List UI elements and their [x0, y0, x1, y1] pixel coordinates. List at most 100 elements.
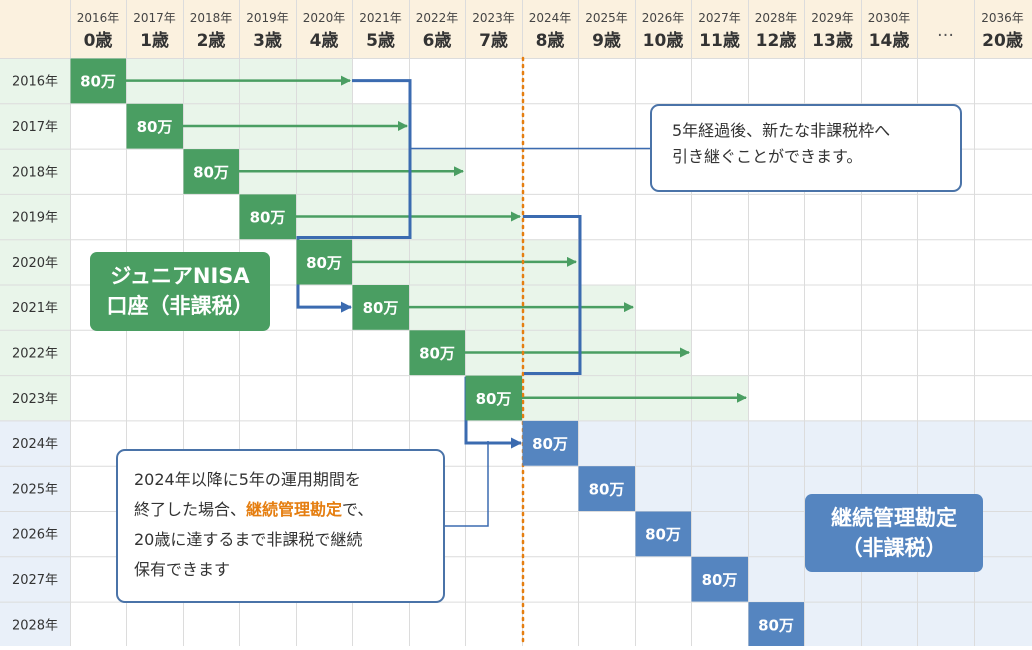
header-year: 2019年	[246, 11, 289, 25]
header-year: 2030年	[868, 11, 911, 25]
amount-box	[70, 58, 126, 104]
callout-continuation-line2: 終了した場合、継続管理勘定で、	[134, 495, 443, 525]
header-age: 0歳	[84, 30, 113, 51]
callout-continuation-line4: 保有できます	[134, 560, 231, 579]
amount-label: 80万	[363, 299, 399, 317]
continuation-account-label-line2: （非課税）	[841, 536, 947, 560]
header-year: 2025年	[585, 11, 628, 25]
header-age: 4歳	[310, 30, 339, 51]
header-age: 7歳	[479, 30, 508, 51]
amount-label: 80万	[476, 390, 512, 408]
row-label-bg	[0, 465, 70, 511]
header-age: 12歳	[756, 30, 797, 51]
row-year-label: 2025年	[12, 482, 58, 497]
header-age: 20歳	[982, 30, 1023, 51]
header-year: 2021年	[359, 11, 402, 25]
header-age: 5歳	[366, 30, 395, 51]
amount-box	[748, 602, 804, 647]
amount-label: 80万	[250, 209, 286, 227]
callout-rollover: 5年経過後、新たな非課税枠へ 引き継ぐことができます。	[650, 104, 962, 192]
rollover-connector-2019	[523, 215, 582, 375]
row-label-bg	[0, 375, 70, 421]
header-year: 2029年	[811, 11, 854, 25]
row-label-bg	[0, 148, 70, 194]
callout-continuation-line3: 20歳に達するまで非課税で継続	[134, 530, 363, 549]
amount-label: 80万	[419, 344, 455, 362]
header-age: 14歳	[869, 30, 910, 51]
callout-line2-prefix: 終了した場合、	[134, 500, 247, 519]
amount-box	[239, 194, 296, 240]
row-year-label: 2019年	[12, 211, 58, 226]
row-label-bg	[0, 193, 70, 240]
callout-highlight-continuation: 継続管理勘定	[246, 500, 343, 519]
header-year: 2018年	[190, 11, 233, 25]
row-year-label: 2026年	[12, 528, 58, 543]
amount-box	[465, 375, 522, 421]
row-year-label: 2027年	[12, 573, 58, 588]
header-year: 2020年	[303, 11, 346, 25]
header-age: 3歳	[253, 30, 282, 51]
row-label-bg	[0, 601, 70, 647]
rollover-connector-2016	[296, 79, 412, 313]
header-age: 1歳	[140, 30, 169, 51]
row-label-bg	[0, 329, 70, 376]
amount-box	[578, 466, 635, 511]
header-year: 2036年	[981, 11, 1024, 25]
row-label-bg	[0, 511, 70, 557]
header-year: 2016年	[77, 11, 120, 25]
amount-label: 80万	[532, 435, 568, 453]
header-year: 2017年	[133, 11, 176, 25]
continuation-account-label: 継続管理勘定 （非課税）	[805, 494, 983, 572]
header-age: 6歳	[423, 30, 452, 51]
row-label-bg	[0, 556, 70, 602]
header-age: 10歳	[643, 30, 684, 51]
row-label-bg	[0, 103, 70, 149]
row-year-label: 2017年	[12, 120, 58, 135]
callout-continuation-leader	[445, 441, 489, 527]
amount-label: 80万	[702, 571, 738, 589]
header-age: 9歳	[592, 30, 621, 51]
amount-label: 80万	[137, 118, 173, 136]
amount-label: 80万	[306, 254, 342, 272]
row-year-label: 2028年	[12, 618, 58, 633]
callout-rollover-line1: 5年経過後、新たな非課税枠へ	[672, 121, 891, 140]
amount-box	[635, 511, 691, 557]
header-age: 13歳	[812, 30, 853, 51]
header-year: 2024年	[529, 11, 572, 25]
callout-continuation-line1: 2024年以降に5年の運用期間を	[134, 470, 361, 489]
row-year-label: 2022年	[12, 346, 58, 361]
header-year: 2027年	[698, 11, 741, 25]
junior-nisa-label: ジュニアNISA 口座（非課税）	[90, 252, 270, 331]
row-label-bg	[0, 58, 70, 104]
row-year-label: 2016年	[12, 75, 58, 90]
header-year: 2023年	[472, 11, 515, 25]
amount-label: 80万	[758, 616, 794, 634]
row-year-label: 2021年	[12, 301, 58, 316]
row-year-label: 2023年	[12, 392, 58, 407]
row-label-bg	[0, 239, 70, 285]
row-label-bg	[0, 284, 70, 330]
amount-box	[296, 239, 352, 285]
junior-nisa-label-line1: ジュニアNISA	[110, 264, 250, 288]
amount-box	[691, 556, 748, 602]
header-age: 11歳	[699, 30, 740, 51]
amount-box	[352, 285, 409, 330]
header-year: 2026年	[642, 11, 685, 25]
amount-label: 80万	[645, 526, 681, 544]
amount-label: 80万	[193, 163, 229, 181]
callout-line2-suffix: で、	[342, 500, 374, 519]
row-year-label: 2020年	[12, 256, 58, 271]
amount-box	[522, 420, 578, 466]
row-year-label: 2018年	[12, 165, 58, 180]
amount-label: 80万	[80, 73, 116, 91]
junior-nisa-label-line2: 口座（非課税）	[106, 294, 254, 318]
header-ellipsis: …	[937, 21, 954, 41]
amount-box	[126, 103, 183, 149]
callout-rollover-line2: 引き継ぐことができます。	[672, 147, 863, 166]
continuation-account-label-line1: 継続管理勘定	[831, 506, 957, 530]
header-age: 8歳	[536, 30, 565, 51]
callout-continuation: 2024年以降に5年の運用期間を 終了した場合、継続管理勘定で、 20歳に達する…	[116, 449, 445, 603]
header-year: 2028年	[755, 11, 798, 25]
amount-box	[409, 330, 465, 376]
